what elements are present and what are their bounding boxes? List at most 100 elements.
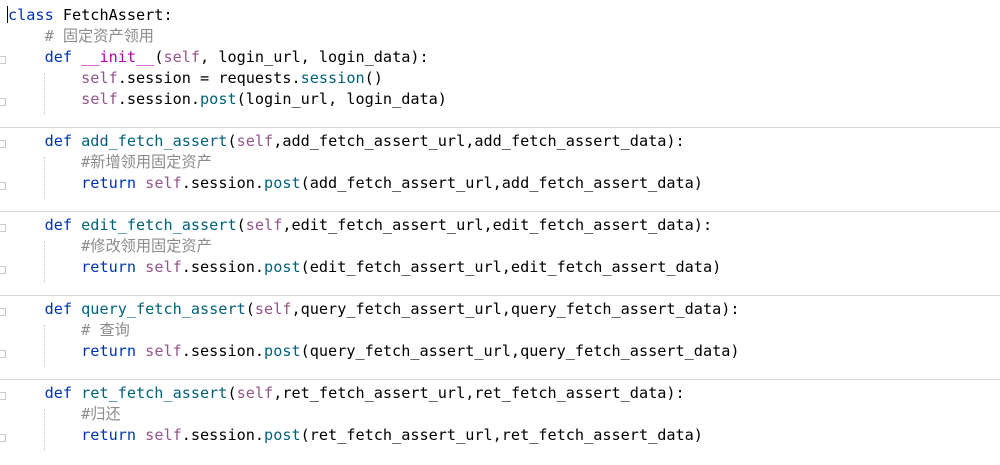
code-line[interactable]: #修改领用固定资产 xyxy=(0,236,1000,257)
method-separator xyxy=(0,211,1000,212)
fold-marker-icon[interactable] xyxy=(0,140,6,148)
code-token: ( xyxy=(154,48,164,66)
code-line-text: return self.session.post(ret_fetch_asser… xyxy=(8,425,703,446)
fold-marker-icon[interactable] xyxy=(0,224,6,232)
code-token: self xyxy=(81,90,118,108)
code-token: (login_url, login_data) xyxy=(236,90,447,108)
code-token: ,edit_fetch_assert_url,edit_fetch_assert… xyxy=(282,216,713,234)
code-line-text: #新增领用固定资产 xyxy=(8,152,212,173)
code-line-text: self.session = requests.session() xyxy=(8,68,383,89)
code-token: self xyxy=(245,216,283,234)
code-line-text: def add_fetch_assert(self,add_fetch_asse… xyxy=(8,131,685,152)
fold-marker-icon[interactable] xyxy=(0,56,6,64)
fold-marker-icon[interactable] xyxy=(0,308,6,316)
method-separator xyxy=(0,127,1000,128)
text-caret xyxy=(7,6,8,23)
code-token: post xyxy=(264,174,301,192)
fold-marker-icon[interactable] xyxy=(0,392,6,400)
code-line[interactable]: #新增领用固定资产 xyxy=(0,152,1000,173)
code-token: .session. xyxy=(181,174,265,192)
indent-guide xyxy=(44,409,45,451)
code-token: return xyxy=(81,426,146,444)
code-token: ( xyxy=(245,300,255,318)
code-token: add_fetch_assert xyxy=(81,132,228,150)
code-token: .session. xyxy=(117,90,201,108)
code-token: #新增领用固定资产 xyxy=(8,153,212,171)
code-line[interactable]: self.session.post(login_url, login_data) xyxy=(0,89,1000,110)
code-token: (query_fetch_assert_url,query_fetch_asse… xyxy=(300,342,740,360)
code-line-text: def ret_fetch_assert(self,ret_fetch_asse… xyxy=(8,383,685,404)
code-token: .session. xyxy=(181,426,265,444)
indent-guide xyxy=(44,325,45,367)
code-token: post xyxy=(264,258,301,276)
code-token: # 查询 xyxy=(8,321,130,339)
code-token: ret_fetch_assert xyxy=(81,384,228,402)
code-line[interactable]: def add_fetch_assert(self,add_fetch_asse… xyxy=(0,131,1000,152)
code-line-text: def edit_fetch_assert(self,edit_fetch_as… xyxy=(8,215,713,236)
code-token: __init__ xyxy=(81,48,155,66)
code-token: , login_url, login_data): xyxy=(200,48,429,66)
code-line[interactable]: def ret_fetch_assert(self,ret_fetch_asse… xyxy=(0,383,1000,404)
code-token: (add_fetch_assert_url,add_fetch_assert_d… xyxy=(300,174,703,192)
code-line[interactable]: return self.session.post(query_fetch_ass… xyxy=(0,341,1000,362)
code-token: FetchAssert xyxy=(62,6,164,24)
code-token: ,ret_fetch_assert_url,ret_fetch_assert_d… xyxy=(273,384,685,402)
code-line[interactable]: class FetchAssert: xyxy=(0,5,1000,26)
code-token: def xyxy=(44,216,82,234)
fold-marker-icon[interactable] xyxy=(0,350,6,358)
code-token: edit_fetch_assert xyxy=(81,216,237,234)
code-token: () xyxy=(364,69,383,87)
code-token: (ret_fetch_assert_url,ret_fetch_assert_d… xyxy=(300,426,703,444)
code-token: #归还 xyxy=(8,405,121,423)
code-line[interactable]: def edit_fetch_assert(self,edit_fetch_as… xyxy=(0,215,1000,236)
code-line-text: #归还 xyxy=(8,404,121,425)
code-token: self xyxy=(145,342,182,360)
code-token xyxy=(8,216,45,234)
code-token: self xyxy=(81,69,118,87)
code-token: query_fetch_assert xyxy=(81,300,246,318)
code-token: return xyxy=(81,174,146,192)
indent-guide xyxy=(44,241,45,283)
code-token: .session. xyxy=(181,342,265,360)
code-token xyxy=(8,342,81,360)
code-line[interactable]: def __init__(self, login_url, login_data… xyxy=(0,47,1000,68)
code-line-text: class FetchAssert: xyxy=(8,5,173,26)
code-line[interactable]: #归还 xyxy=(0,404,1000,425)
code-token: post xyxy=(264,426,301,444)
code-line-text: def __init__(self, login_url, login_data… xyxy=(8,47,429,68)
code-token xyxy=(8,48,45,66)
code-line[interactable]: # 查询 xyxy=(0,320,1000,341)
code-token xyxy=(8,132,45,150)
code-token xyxy=(8,174,81,192)
code-token: self xyxy=(145,258,182,276)
fold-marker-icon[interactable] xyxy=(0,182,6,190)
code-line-text: return self.session.post(query_fetch_ass… xyxy=(8,341,740,362)
code-line[interactable]: # 固定资产领用 xyxy=(0,26,1000,47)
code-line[interactable]: return self.session.post(ret_fetch_asser… xyxy=(0,425,1000,446)
code-token: .session = requests. xyxy=(117,69,301,87)
code-line-text: return self.session.post(edit_fetch_asse… xyxy=(8,257,721,278)
fold-marker-icon[interactable] xyxy=(0,98,6,106)
code-line[interactable]: return self.session.post(add_fetch_asser… xyxy=(0,173,1000,194)
code-token: ( xyxy=(227,384,237,402)
fold-marker-icon[interactable] xyxy=(0,434,6,442)
code-token xyxy=(8,69,81,87)
code-token xyxy=(8,90,81,108)
code-token: self xyxy=(254,300,292,318)
code-line-text: def query_fetch_assert(self,query_fetch_… xyxy=(8,299,740,320)
code-token: session xyxy=(300,69,365,87)
code-token: .session. xyxy=(181,258,265,276)
code-token: class xyxy=(8,6,63,24)
code-line-text: return self.session.post(add_fetch_asser… xyxy=(8,173,703,194)
code-line[interactable]: return self.session.post(edit_fetch_asse… xyxy=(0,257,1000,278)
code-token: ,add_fetch_assert_url,add_fetch_assert_d… xyxy=(273,132,685,150)
fold-marker-icon[interactable] xyxy=(0,266,6,274)
code-line[interactable]: self.session = requests.session() xyxy=(0,68,1000,89)
code-line[interactable]: def query_fetch_assert(self,query_fetch_… xyxy=(0,299,1000,320)
code-token: (edit_fetch_assert_url,edit_fetch_assert… xyxy=(300,258,722,276)
code-line-text: self.session.post(login_url, login_data) xyxy=(8,89,447,110)
code-token: self xyxy=(145,426,182,444)
code-token xyxy=(8,258,81,276)
code-token xyxy=(8,384,45,402)
